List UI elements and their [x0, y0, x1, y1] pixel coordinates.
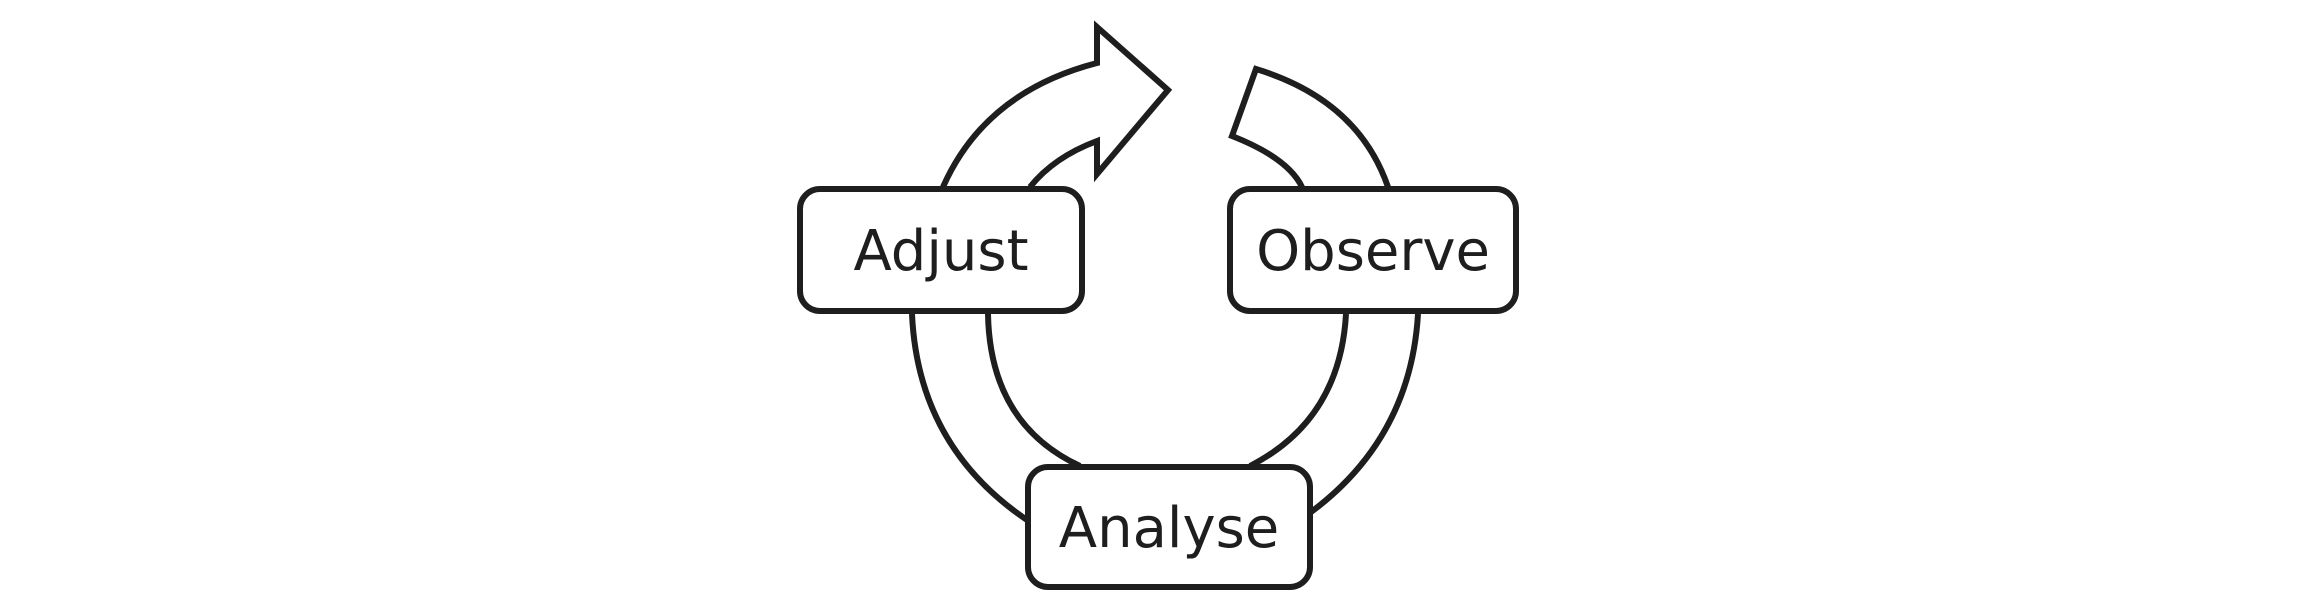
arc-analyse-to-observe [1248, 313, 1421, 527]
analyse-label: Analyse [1059, 496, 1279, 561]
analyse-stage-box: Analyse [1025, 464, 1313, 590]
observe-label: Observe [1256, 219, 1490, 284]
adjust-stage-box: Adjust [797, 186, 1085, 314]
observe-stage-box: Observe [1227, 186, 1519, 314]
adjust-label: Adjust [853, 219, 1028, 284]
arrow-adjust-to-observe [940, 20, 1173, 189]
arc-observe-tail [1228, 65, 1391, 189]
arc-adjust-to-analyse [909, 313, 1082, 525]
